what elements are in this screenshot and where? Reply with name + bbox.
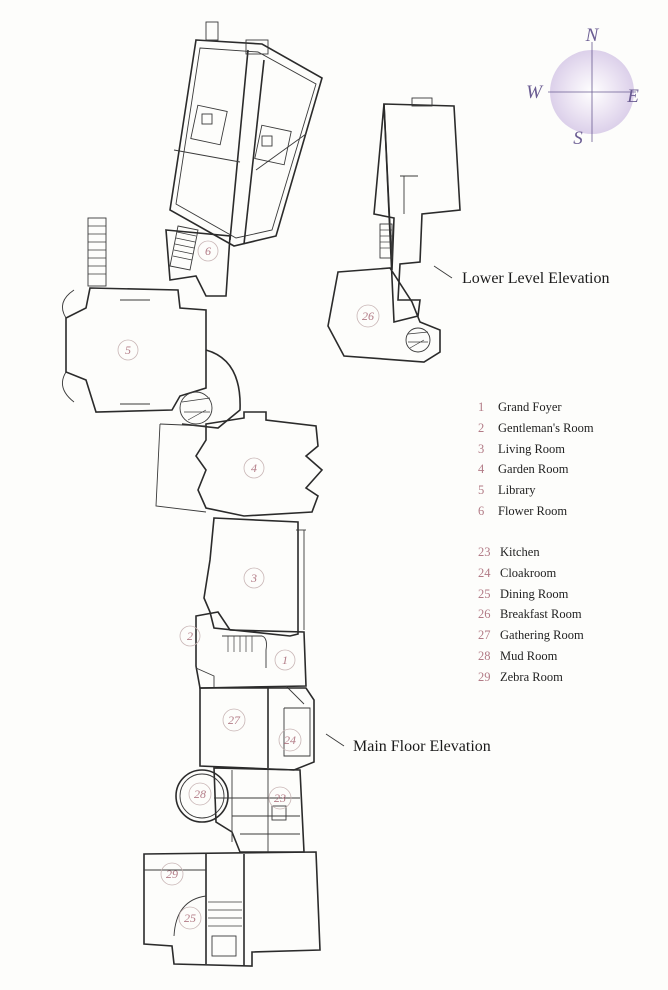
legend-room-name: Kitchen (500, 545, 540, 559)
legend-room-name: Flower Room (498, 503, 568, 518)
compass-south-label: S (573, 128, 583, 149)
room-badge-28-label: 25 (184, 911, 196, 925)
legend-item: 5 Library (478, 483, 594, 504)
room-badge-1-label: 1 (282, 653, 288, 667)
garden-room (155, 411, 324, 517)
room-badge-5-label: 5 (125, 343, 131, 357)
legend-number: 2 (478, 420, 485, 435)
room-badge-27-label: 29 (166, 867, 178, 881)
legend-item: 25 Dining Room (478, 587, 584, 608)
legend-group-a: 1 Grand Foyer 2 Gentleman's Room 3 Living R… (478, 400, 594, 525)
room-badge-29: 26 (356, 304, 380, 328)
room-badge-25-label: 27 (228, 713, 241, 727)
dining-cloak-zone (199, 687, 315, 771)
main-floor-elevation-label: Main Floor Elevation (353, 738, 491, 755)
room-badge-4-label: 4 (251, 461, 257, 475)
room-badge-26-label: 28 (194, 787, 206, 801)
legend-room-name: Library (498, 483, 536, 498)
legend-number: 29 (478, 669, 491, 684)
legend-number: 24 (478, 565, 491, 580)
library-wing (61, 217, 241, 429)
living-room (203, 517, 306, 637)
room-badge-23-label: 23 (274, 791, 286, 805)
room-badge-6-label: 6 (205, 244, 211, 258)
legend-item: 4 Garden Room (478, 462, 594, 483)
room-badge-2: 2 (179, 625, 201, 647)
legend-number: 5 (478, 483, 485, 498)
legend-room-name: Living Room (498, 441, 566, 456)
legend-number: 26 (478, 607, 491, 622)
legend-number: 6 (478, 503, 485, 518)
legend-item: 29 Zebra Room (478, 670, 584, 691)
room-badge-27: 29 (160, 862, 184, 886)
compass-rose: N E S W (526, 25, 639, 149)
lower-level-elevation-label: Lower Level Elevation (462, 270, 610, 287)
legend-item: 24 Cloakroom (478, 566, 584, 587)
legend-item: 27 Gathering Room (478, 628, 584, 649)
legend-item: 2 Gentleman's Room (478, 421, 594, 442)
legend-item: 3 Living Room (478, 442, 594, 463)
legend-room-name: Breakfast Room (500, 607, 582, 622)
room-badge-6: 6 (197, 240, 219, 262)
room-badge-1: 1 (274, 649, 296, 671)
compass-east-label: E (626, 86, 639, 107)
room-badge-3: 3 (243, 567, 265, 589)
room-badge-4: 4 (243, 457, 265, 479)
room-badge-23: 23 (268, 786, 292, 810)
legend-number: 4 (478, 462, 485, 477)
compass-west-label: W (526, 82, 544, 103)
lower-level-plan (327, 97, 461, 363)
legend-room-name: Grand Foyer (498, 400, 562, 414)
legend-number: 1 (478, 400, 485, 414)
legend-number: 28 (478, 648, 491, 663)
compass-north-label: N (585, 25, 600, 46)
legend-group-b: 23 Kitchen 24 Cloakroom 25 Dining Room 26 Br… (478, 545, 584, 691)
room-badge-24: 24 (278, 728, 302, 752)
legend-number: 27 (478, 628, 491, 643)
legend-room-name: Gathering Room (500, 628, 584, 643)
legend-room-name: Gentleman's Room (498, 420, 594, 435)
room-badge-26: 28 (188, 782, 212, 806)
legend-item: 28 Mud Room (478, 649, 584, 670)
legend-number: 23 (478, 545, 491, 559)
room-badge-25: 27 (222, 708, 246, 732)
legend-item: 1 Grand Foyer (478, 400, 594, 421)
legend-item: 26 Breakfast Room (478, 607, 584, 628)
gathering-mud-zone (143, 851, 321, 967)
legend-number: 25 (478, 586, 491, 601)
room-badge-2-label: 2 (187, 629, 193, 643)
lower-level-leader-line (433, 265, 453, 279)
foyer-zone (195, 611, 307, 705)
legend-item: 6 Flower Room (478, 504, 594, 525)
room-badge-3-label: 3 (250, 571, 257, 585)
room-badge-28: 25 (178, 906, 202, 930)
legend-number: 3 (478, 441, 485, 456)
room-badge-24-label: 24 (284, 733, 296, 747)
legend-room-name: Cloakroom (500, 565, 557, 580)
main-floor-leader-line (325, 733, 345, 747)
legend-room-name: Mud Room (500, 648, 558, 663)
room-badge-5: 5 (117, 339, 139, 361)
breakfast-kitchen-zone (175, 767, 305, 853)
legend-room-name: Dining Room (500, 586, 569, 601)
main-floor-north-wing (165, 21, 323, 297)
legend-room-name: Garden Room (498, 462, 569, 477)
legend-room-name: Zebra Room (500, 669, 563, 684)
legend-item: 23 Kitchen (478, 545, 584, 566)
room-badge-29-label: 26 (362, 309, 374, 323)
